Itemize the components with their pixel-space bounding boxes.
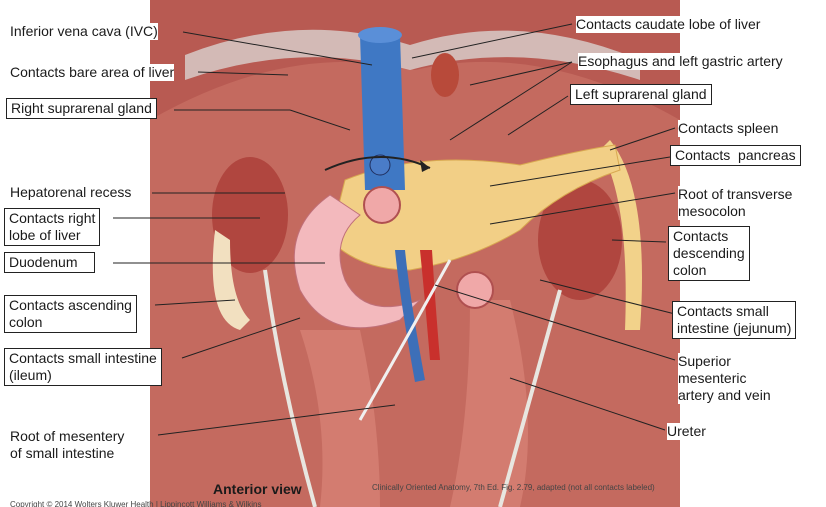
label-caudate: Contacts caudate lobe of liver	[576, 16, 761, 33]
label-ascending-colon: Contacts ascending colon	[4, 295, 137, 333]
label-pancreas: pancreas	[738, 147, 796, 163]
label-descending-colon: Contacts descending colon	[668, 226, 750, 281]
citation: Clinically Oriented Anatomy, 7th Ed. Fig…	[372, 483, 655, 492]
left-kidney	[538, 180, 622, 300]
copyright: Copyright © 2014 Wolters Kluwer Health |…	[10, 500, 262, 507]
label-esophagus: Esophagus and left gastric artery	[578, 53, 783, 70]
right-kidney	[212, 157, 288, 273]
label-pancreas-box: Contacts pancreas	[670, 145, 801, 166]
superior-mesenteric-artery	[420, 250, 440, 360]
label-transverse-mesocolon: Root of transverse mesocolon	[678, 186, 793, 220]
left-ureter	[498, 289, 562, 507]
label-ureter: Ureter	[667, 423, 706, 440]
portal-vein-cut	[369, 154, 391, 176]
label-ileum: Contacts small intestine (ileum)	[4, 348, 162, 386]
left-psoas	[450, 300, 528, 507]
label-hepatorenal: Hepatorenal recess	[10, 184, 132, 201]
label-right-suprarenal: Right suprarenal gland	[6, 98, 157, 119]
view-caption: Anterior view	[213, 481, 302, 497]
label-root-mesentery: Root of mesentery of small intestine	[10, 428, 125, 462]
right-psoas	[300, 330, 380, 507]
leader-lines	[113, 23, 676, 436]
label-pancreas-prefix: Contacts	[675, 147, 731, 163]
label-spleen: Contacts spleen	[678, 120, 779, 137]
duodenum	[293, 194, 421, 329]
label-duodenum: Duodenum	[4, 252, 95, 273]
ivc-opening	[358, 27, 402, 43]
superior-mesenteric-vein	[395, 250, 425, 382]
right-colic-area	[212, 230, 250, 330]
label-jejunum: Contacts small intestine (jejunum)	[672, 301, 797, 339]
cut-duodenum	[363, 186, 401, 224]
omental-foramen-arrow	[324, 156, 431, 171]
right-ureter	[263, 269, 317, 507]
label-right-lobe: Contacts right lobe of liver	[4, 208, 101, 246]
cut-jejunum	[456, 271, 494, 309]
label-sma-smv: Superior mesenteric artery and vein	[678, 353, 771, 404]
label-ivc: Inferior vena cava (IVC)	[10, 23, 158, 40]
mesentery-root	[358, 259, 452, 421]
esophagus	[431, 53, 459, 97]
label-left-suprarenal: Left suprarenal gland	[570, 84, 712, 105]
inferior-vena-cava	[360, 35, 405, 190]
central-tendon	[185, 29, 640, 80]
label-bare-area: Contacts bare area of liver	[10, 64, 175, 81]
left-colic-area	[600, 140, 642, 330]
arrow-head	[420, 160, 430, 172]
